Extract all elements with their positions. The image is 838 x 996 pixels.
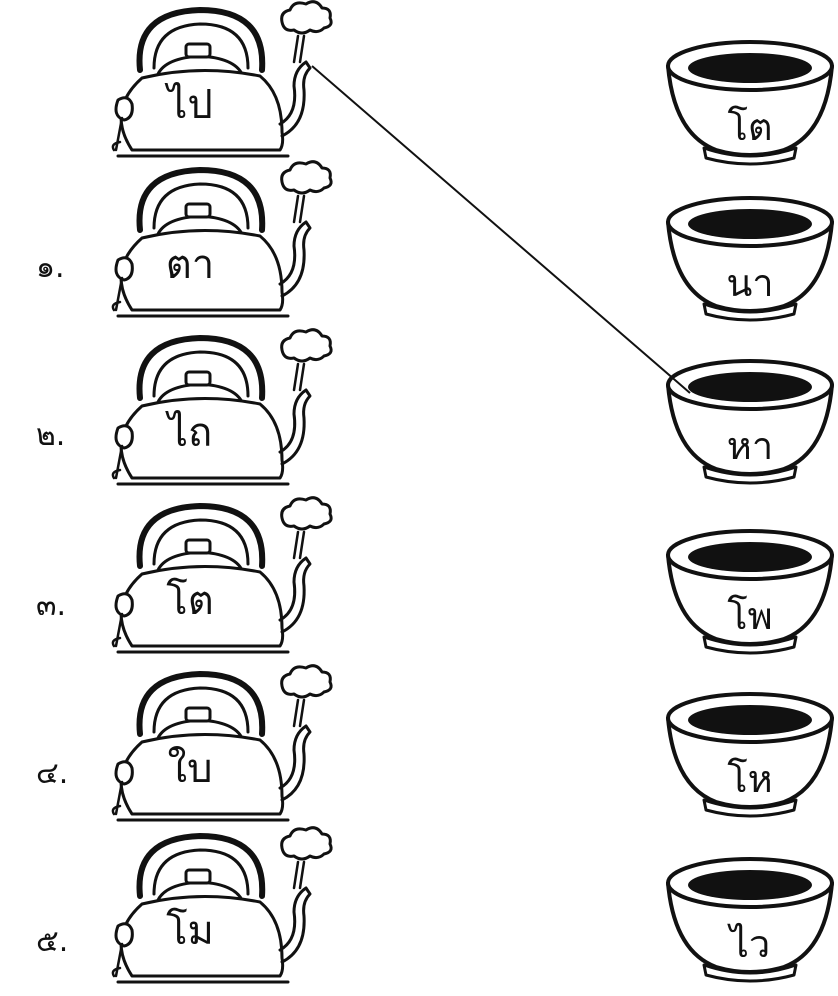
bowl-2[interactable]: นา (662, 194, 838, 322)
bowl-3[interactable]: หา (662, 357, 838, 485)
bowl-word: นา (726, 261, 774, 305)
kettle-word: โม (166, 908, 214, 954)
bowl-icon (666, 359, 834, 485)
connector-line (311, 65, 691, 394)
kettle-word: ไถ (167, 410, 213, 456)
bowl-icon (666, 40, 834, 166)
kettle-word: โต (166, 578, 214, 624)
item-number: ๑. (36, 250, 65, 285)
kettle-item-4[interactable]: ใบ (92, 664, 344, 834)
item-number: ๓. (36, 588, 67, 623)
bowl-icon (666, 196, 834, 322)
kettle-word: ไป (167, 82, 213, 128)
teakettle-icon (111, 496, 333, 654)
teakettle-icon (111, 664, 333, 822)
bowl-1[interactable]: โต (662, 38, 838, 166)
kettle-item-2[interactable]: ไถ (92, 328, 344, 498)
bowl-word: โพ (727, 594, 773, 638)
bowl-word: ไว (729, 922, 771, 966)
bowl-5[interactable]: โห (662, 690, 838, 818)
bowl-word: หา (726, 424, 774, 468)
teakettle-icon (111, 160, 333, 318)
example-kettle[interactable]: ไป (92, 0, 344, 170)
item-number: ๕. (36, 924, 69, 959)
kettle-item-3[interactable]: โต (92, 496, 344, 666)
bowl-word: โต (727, 105, 773, 149)
kettle-item-1[interactable]: ตา (92, 160, 344, 330)
bowl-icon (666, 529, 834, 655)
bowl-icon (666, 857, 834, 983)
teakettle-icon (111, 0, 333, 158)
kettle-word: ใบ (167, 746, 213, 792)
kettle-item-5[interactable]: โม (92, 826, 344, 996)
item-number: ๔. (36, 756, 69, 791)
bowl-4[interactable]: โพ (662, 527, 838, 655)
bowl-6[interactable]: ไว (662, 855, 838, 983)
item-number: ๒. (36, 418, 66, 453)
bowl-word: โห (727, 757, 773, 801)
teakettle-icon (111, 826, 333, 984)
kettle-word: ตา (165, 242, 215, 288)
bowl-icon (666, 692, 834, 818)
